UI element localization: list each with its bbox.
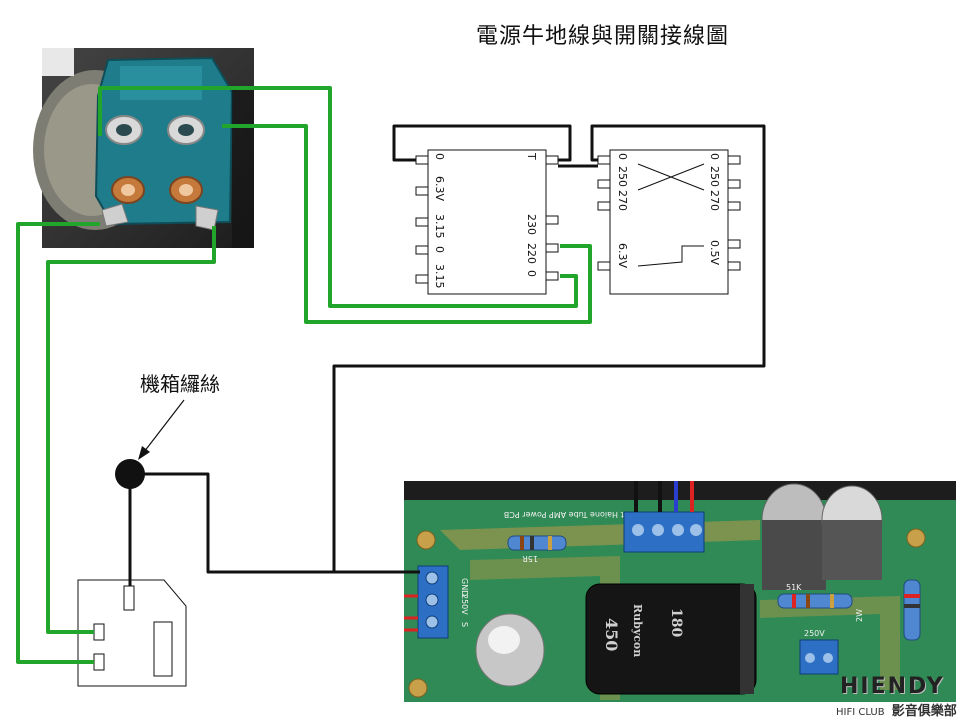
diagram-title: 電源牛地線與開關接線圖 [476, 24, 730, 49]
wire-switch-to-iec-line [16, 222, 100, 664]
pcb-silk-title: Lopent Haione Tube AMP Power PCB [504, 510, 648, 519]
pcb-label-s: S [460, 622, 469, 627]
tl-right-pin-2: 220 [525, 243, 538, 264]
pointer-arrow-line [143, 399, 185, 453]
transformer-left-body [427, 149, 547, 295]
tl-left-pin-1: 6.3V [433, 176, 446, 201]
tr-left-pin-0: 0 [616, 153, 629, 160]
transformer-right-body [609, 149, 729, 295]
pcb-label-gnd: GND [460, 578, 469, 596]
tr-right-pin-2: 270 [708, 190, 721, 211]
cap-text-450: 450 [602, 618, 621, 651]
tr-left-pin-3: 6.3V [616, 243, 629, 268]
pointer-arrow-head [138, 446, 150, 460]
wire-switch-to-transformer-outer [98, 86, 578, 308]
tr-right-pin-3: 0.5V [708, 240, 721, 265]
pcb-label-2w: 2W [855, 609, 864, 622]
tl-left-pin-3: 0 [433, 246, 446, 253]
pcb-label-15r: 15R [522, 554, 538, 563]
brand-name: HIENDY [840, 674, 945, 699]
wire-switch-to-transformer-inner [222, 124, 592, 324]
cap-text-180: 180 [668, 608, 684, 637]
chassis-screw-label: 機箱纙絲 [140, 372, 220, 396]
pcb-screw-bottom-left [408, 678, 428, 698]
pcb-main-capacitor [585, 583, 757, 695]
cap-text-brand: Rubycon [631, 604, 644, 657]
wire-ground-to-pcb [134, 472, 420, 574]
iec-pin-earth [123, 585, 135, 611]
pcb-resistor-51k [777, 593, 853, 609]
brand-watermark: HIENDY HIFI CLUB 影音俱樂部 [826, 674, 957, 719]
chassis-ground-screw [115, 459, 145, 489]
iec-fuse-slot [153, 621, 173, 677]
pcb-label-small-250v: 250V [804, 629, 825, 638]
power-pcb-photo: Lopent Haione Tube AMP Power PCB GND 250… [404, 481, 956, 702]
transformer-right: 0 250 270 6.3V 0 250 270 0.5V [597, 149, 741, 295]
pcb-screw-top-right [906, 528, 926, 548]
wires [16, 86, 766, 664]
tr-right-pin-0: 0 [708, 153, 721, 160]
power-switch-photo [33, 48, 254, 248]
pcb-resistor-15r [507, 535, 567, 551]
brand-subtitle: HIFI CLUB 影音俱樂部 [836, 700, 957, 719]
tr-right-pin-1: 250 [708, 166, 721, 187]
brand-sub-cn: 影音俱樂部 [891, 704, 957, 719]
iec-power-inlet [77, 579, 187, 687]
tl-right-pin-0: T [525, 152, 538, 160]
tl-left-pin-4: 3.15 [433, 264, 446, 289]
brand-sub-en: HIFI CLUB [836, 707, 885, 718]
wire-transformers-top-left [392, 124, 572, 162]
iec-pin-line [93, 623, 105, 641]
tr-left-pin-1: 250 [616, 166, 629, 187]
tl-right-pin-3: 0 [525, 270, 538, 277]
iec-pin-neutral [93, 653, 105, 671]
wire-switch-to-iec-neutral [46, 226, 216, 634]
pcb-screw-top-left [416, 530, 436, 550]
tr-left-pin-2: 270 [616, 190, 629, 211]
pcb-resistor-vertical [903, 579, 921, 641]
wire-transformers-top-right [332, 124, 766, 572]
transformer-left: 0 6.3V 3.15 0 3.15 T 230 220 0 [415, 149, 559, 295]
pcb-label-51k: 51K [786, 583, 802, 592]
tl-left-pin-0: 0 [433, 153, 446, 160]
tl-left-pin-2: 3.15 [433, 214, 446, 239]
tl-right-pin-1: 230 [525, 214, 538, 235]
pcb-label-250v: 250V [460, 594, 469, 615]
